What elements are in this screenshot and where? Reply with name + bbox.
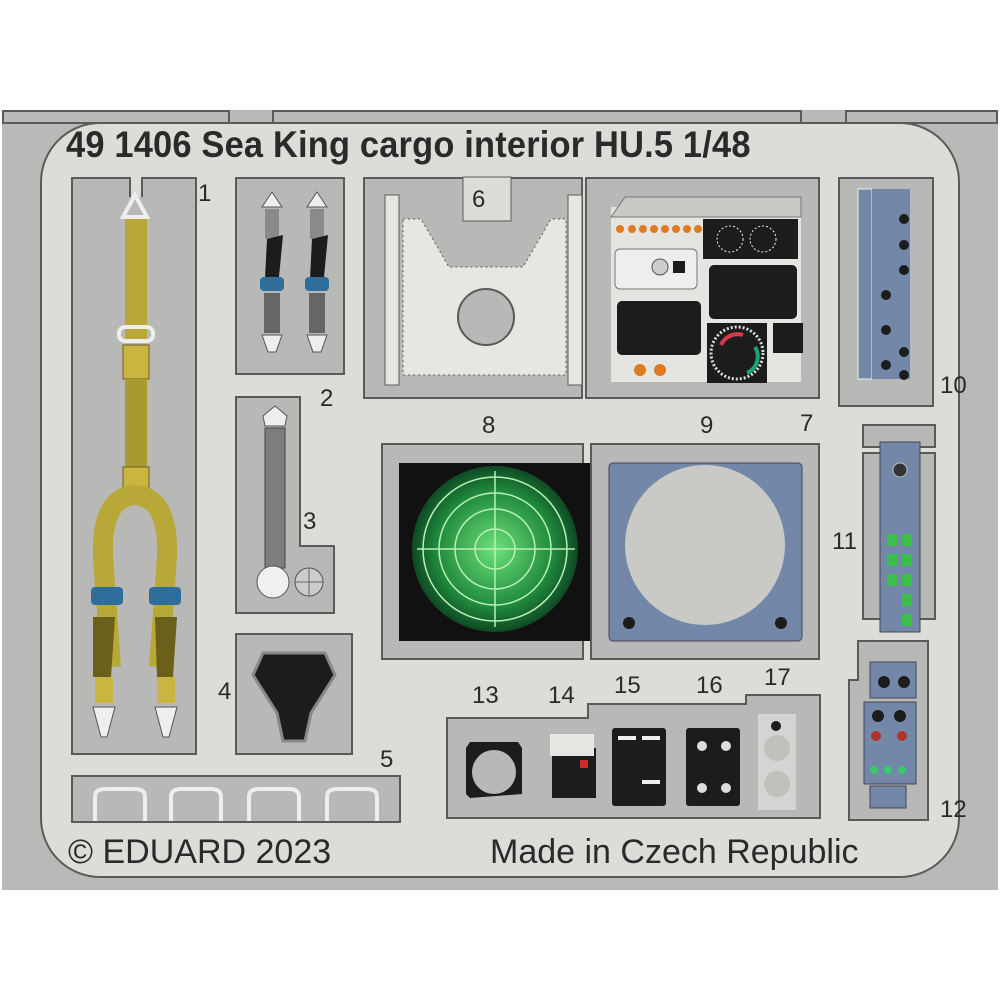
copyright-text: © EDUARD 2023 (68, 833, 332, 871)
part-label-1: 1 (198, 180, 212, 207)
part-label-4: 4 (218, 678, 232, 705)
origin-text: Made in Czech Republic (490, 833, 859, 871)
part-label-3: 3 (303, 508, 317, 535)
sprue-top-right (845, 110, 998, 124)
part-label-14: 14 (548, 682, 575, 709)
part-label-9: 9 (700, 412, 714, 439)
harness-strap-icon (91, 190, 181, 738)
part-label-8: 8 (482, 412, 496, 439)
switch-panel-10-icon (857, 188, 910, 380)
part-5-frame (71, 775, 401, 823)
part-2-frame (235, 177, 345, 375)
part-label-12: 12 (940, 796, 967, 823)
sheet-title: 49 1406 Sea King cargo interior HU.5 1/4… (66, 124, 751, 165)
seat-belts-icon (260, 191, 329, 353)
part-label-16: 16 (696, 672, 723, 699)
part-12-frame (848, 640, 929, 821)
shield-plate-icon (251, 651, 337, 743)
part-label-5: 5 (380, 746, 394, 773)
radar-screen-icon (399, 463, 591, 641)
parts-13-17-frame (446, 694, 821, 819)
part-3-frame (235, 396, 335, 614)
part-label-11: 11 (832, 528, 857, 555)
green-switch-panel-icon (879, 441, 921, 633)
part-label-7: 7 (800, 410, 814, 437)
display-bezel-icon (608, 462, 803, 642)
part-label-17: 17 (764, 664, 791, 691)
part-label-6: 6 (472, 186, 486, 213)
part-label-10: 10 (940, 372, 967, 399)
instrument-panel-icon (610, 196, 803, 383)
part-label-2: 2 (320, 385, 334, 412)
part-label-15: 15 (614, 672, 641, 699)
gate (129, 177, 143, 197)
riveted-floor-plate-icon (384, 176, 583, 386)
grab-handles-icon (93, 787, 379, 821)
part-label-13: 13 (472, 682, 499, 709)
